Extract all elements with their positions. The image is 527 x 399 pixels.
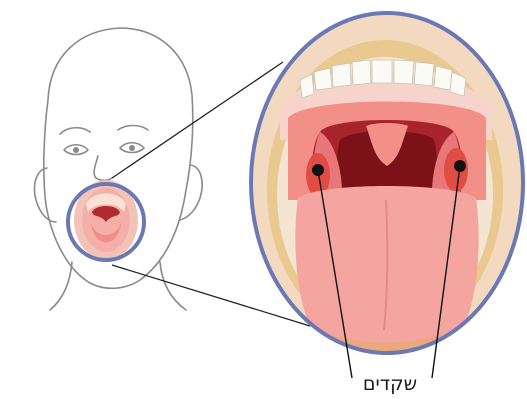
neck-left <box>50 262 72 310</box>
left-eyebrow <box>60 128 90 134</box>
magnified-mouth <box>247 8 527 360</box>
right-pupil <box>129 145 135 151</box>
tonsils-label: שקדים <box>363 373 417 395</box>
face-illustration <box>34 28 202 310</box>
left-pupil <box>73 147 79 153</box>
left-tonsil-dot <box>312 164 324 176</box>
nose <box>94 156 112 180</box>
right-ear <box>180 165 202 220</box>
right-eyebrow <box>118 126 148 131</box>
right-tonsil-dot <box>454 160 466 172</box>
